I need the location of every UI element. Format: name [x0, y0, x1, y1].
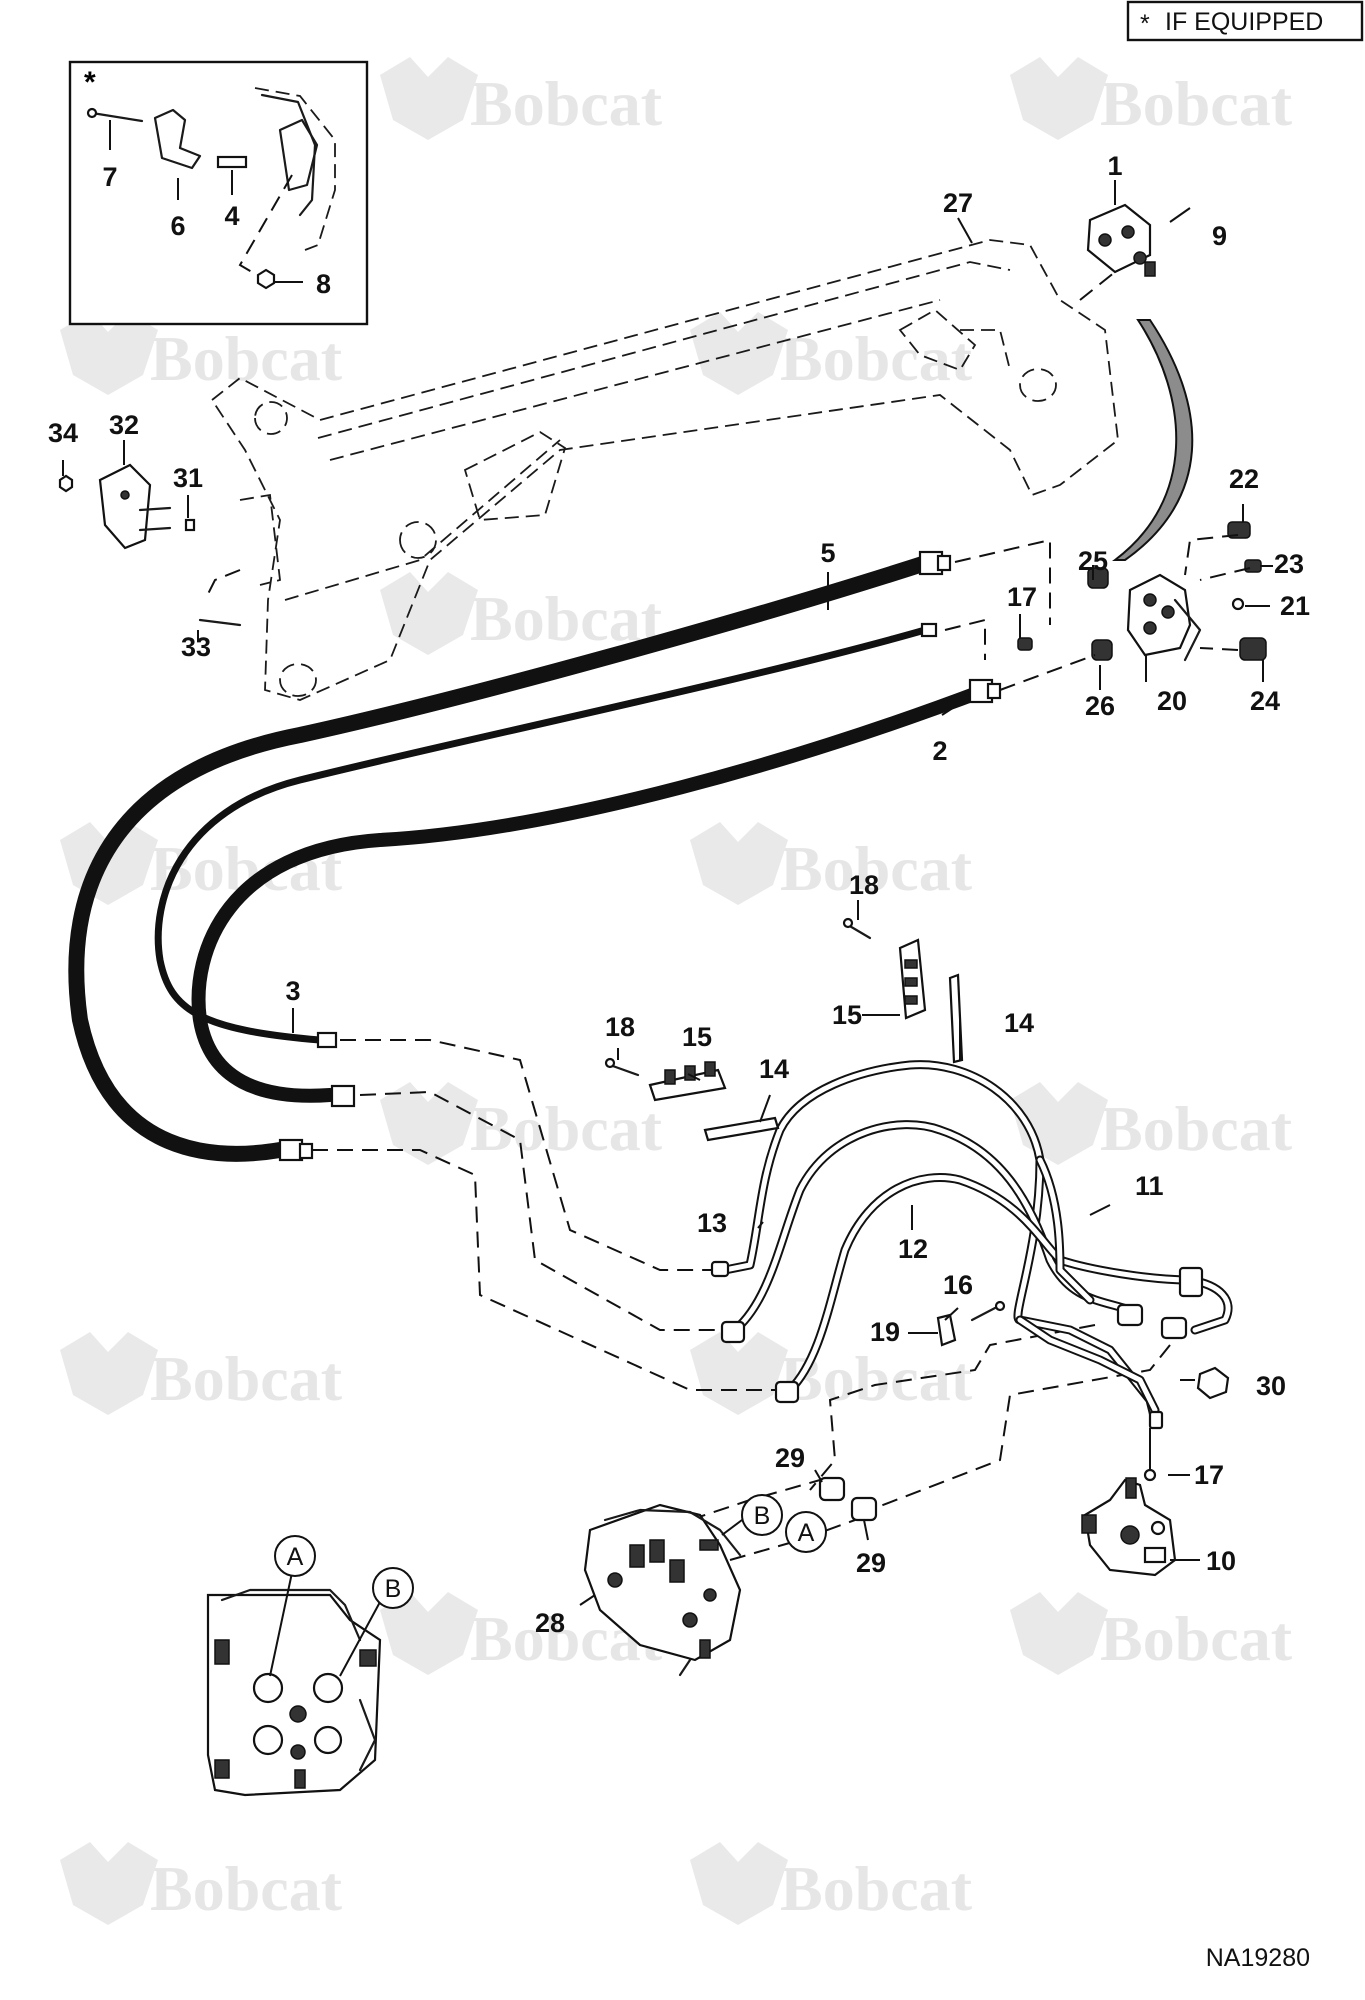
port-a-valve: A — [785, 1511, 827, 1553]
port-b-detail: B — [372, 1567, 414, 1609]
watermark-logo-icon — [60, 57, 1108, 1925]
svg-text:Bobcat: Bobcat — [780, 1853, 973, 1924]
callout-21: 21 — [1280, 591, 1310, 621]
callout-19: 19 — [870, 1317, 900, 1347]
callout-20: 20 — [1157, 686, 1187, 716]
hoses — [68, 552, 992, 1162]
hose-fittings — [278, 538, 1096, 1162]
svg-text:A: A — [287, 1543, 304, 1571]
svg-text:Bobcat: Bobcat — [150, 1853, 343, 1924]
svg-text:Bobcat: Bobcat — [150, 323, 343, 394]
note-text: IF EQUIPPED — [1165, 8, 1323, 36]
inset-detail: * 7 6 4 8 — [68, 60, 369, 326]
figure-id: NA19280 — [1206, 1944, 1310, 1972]
port-labels: A B B A — [274, 1494, 827, 1609]
note-asterisk: * — [1140, 10, 1150, 38]
inset-callouts: 7 6 4 8 — [102, 162, 331, 299]
adapter-fittings — [818, 1476, 878, 1522]
valve-detail-view — [206, 1567, 382, 1797]
coupler-block — [1126, 573, 1202, 662]
callout-24: 24 — [1250, 686, 1280, 716]
callout-2: 2 — [932, 736, 947, 766]
callout-32: 32 — [109, 410, 139, 440]
callout-15-top: 15 — [832, 1000, 862, 1030]
svg-text:Bobcat: Bobcat — [470, 68, 663, 139]
callout-13: 13 — [697, 1208, 727, 1238]
callout-31: 31 — [173, 463, 203, 493]
svg-text:Bobcat: Bobcat — [470, 583, 663, 654]
callout-6: 6 — [170, 211, 185, 241]
svg-text:Bobcat: Bobcat — [1100, 68, 1293, 139]
callout-labels: 1 9 27 34 32 31 33 5 22 23 25 17 21 26 2… — [48, 151, 1310, 1638]
hose-shield — [1112, 319, 1194, 561]
port-b-valve: B — [741, 1494, 783, 1536]
callout-33: 33 — [181, 632, 211, 662]
callout-9: 9 — [1212, 221, 1227, 251]
inset-asterisk: * — [84, 66, 96, 99]
svg-text:Bobcat: Bobcat — [780, 323, 973, 394]
diverter-valve — [1081, 1477, 1200, 1577]
callout-29-lower: 29 — [856, 1548, 886, 1578]
callout-17-bottom: 17 — [1194, 1460, 1224, 1490]
svg-text:Bobcat: Bobcat — [1100, 1603, 1293, 1674]
callout-8: 8 — [316, 269, 331, 299]
callout-5: 5 — [820, 538, 835, 568]
callout-25: 25 — [1078, 546, 1108, 576]
callout-26: 26 — [1085, 691, 1115, 721]
callout-10: 10 — [1206, 1546, 1236, 1576]
callout-4: 4 — [224, 201, 239, 231]
svg-text:Bobcat: Bobcat — [1100, 1093, 1293, 1164]
callout-30: 30 — [1256, 1371, 1286, 1401]
svg-text:Bobcat: Bobcat — [780, 833, 973, 904]
callout-7: 7 — [102, 162, 117, 192]
callout-16: 16 — [943, 1270, 973, 1300]
callout-28: 28 — [535, 1608, 565, 1638]
watermark-layer: Bobcat Bobcat Bobcat Bobcat Bobcat Bobca… — [60, 57, 1293, 1925]
clamps — [604, 917, 1006, 1347]
callout-1: 1 — [1107, 151, 1122, 181]
loader-arm — [210, 239, 1119, 701]
watermark: Bobcat Bobcat Bobcat Bobcat Bobcat Bobca… — [150, 68, 1293, 1924]
port-a-detail: A — [274, 1535, 316, 1577]
tube-fittings — [710, 1260, 1230, 1482]
svg-text:B: B — [754, 1502, 771, 1530]
control-valve — [583, 1503, 742, 1677]
callout-27: 27 — [943, 188, 973, 218]
callout-15-mid: 15 — [682, 1022, 712, 1052]
callout-17-top: 17 — [1007, 582, 1037, 612]
callout-3: 3 — [285, 976, 300, 1006]
callout-12: 12 — [898, 1234, 928, 1264]
svg-text:Bobcat: Bobcat — [150, 1343, 343, 1414]
callout-34: 34 — [48, 418, 78, 448]
callout-14-top: 14 — [1004, 1008, 1034, 1038]
leader-lines — [292, 180, 1273, 1606]
callout-29-upper: 29 — [775, 1443, 805, 1473]
callout-18-top: 18 — [849, 870, 879, 900]
callout-14-mid: 14 — [759, 1054, 789, 1084]
routing-lines — [312, 1039, 1171, 1561]
callout-23: 23 — [1274, 549, 1304, 579]
if-equipped-note: * IF EQUIPPED — [1126, 0, 1364, 42]
callout-18-mid: 18 — [605, 1012, 635, 1042]
coupler-block-top — [1079, 203, 1191, 301]
callout-22: 22 — [1229, 464, 1259, 494]
svg-text:B: B — [385, 1575, 402, 1603]
svg-text:Bobcat: Bobcat — [470, 1093, 663, 1164]
callout-11: 11 — [1135, 1171, 1164, 1201]
svg-text:A: A — [798, 1519, 815, 1547]
bracket-32 — [58, 440, 242, 642]
